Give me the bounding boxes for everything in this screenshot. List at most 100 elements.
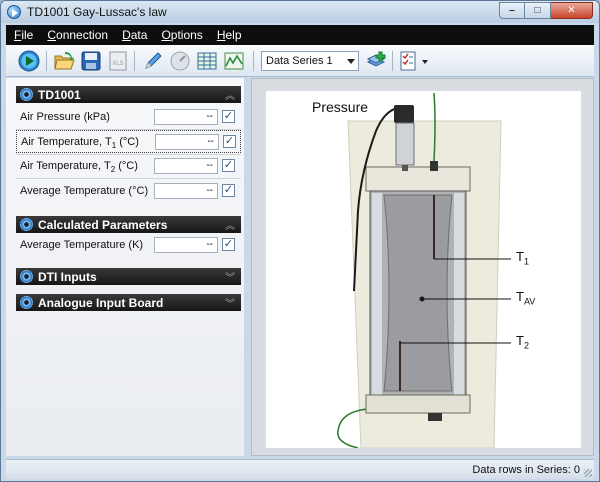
pressure-sensor-stem <box>402 165 408 171</box>
checklist-icon[interactable] <box>398 50 420 72</box>
play-icon[interactable] <box>18 50 40 72</box>
expand-chevron-icon[interactable]: ︾ <box>225 299 235 310</box>
export-xls-icon[interactable]: XLS <box>107 50 129 72</box>
title-bar[interactable]: TD1001 Gay-Lussac's law – □ ✕ <box>1 1 599 23</box>
toolbar-separator <box>134 51 135 71</box>
menu-file[interactable]: File <box>14 28 33 42</box>
sensor-cable <box>353 106 405 292</box>
bottom-wire <box>337 407 387 449</box>
t2-label-text: T <box>516 333 524 348</box>
gear-icon <box>20 296 33 309</box>
section-header-calculated-parameters[interactable]: Calculated Parameters ︽ <box>16 216 241 233</box>
param-checkbox[interactable]: ✓ <box>222 184 235 197</box>
chevron-down-icon <box>347 59 355 64</box>
menu-options-accel: O <box>161 28 171 42</box>
maximize-button[interactable]: □ <box>525 2 551 19</box>
param-row-air-temperature-t2: Air Temperature, T2 (°C) -- ✓ <box>16 155 241 178</box>
menu-help-rest: elp <box>225 28 242 42</box>
cylinder-inner <box>383 194 453 392</box>
section-header-dti-inputs[interactable]: DTI Inputs ︾ <box>16 268 241 285</box>
open-folder-icon[interactable] <box>53 50 75 72</box>
app-icon <box>7 5 21 19</box>
minimize-button[interactable]: – <box>499 2 525 19</box>
insulation-left <box>372 193 382 395</box>
param-value-field: -- <box>154 183 218 199</box>
menu-connection[interactable]: Connection <box>47 28 108 42</box>
t1-label-subscript: 1 <box>523 256 529 267</box>
toolbar: XLS Data Series 1 <box>6 45 594 77</box>
collapse-chevron-icon[interactable]: ︽ <box>225 221 235 232</box>
tav-label: TAV <box>516 289 535 307</box>
param-checkbox[interactable]: ✓ <box>222 159 235 172</box>
status-bar: Data rows in Series: 0 <box>6 459 594 479</box>
param-label: Air Temperature, T2 (°C) <box>20 160 138 174</box>
pressure-sensor-body <box>395 122 415 166</box>
resize-grip-icon[interactable] <box>584 469 592 477</box>
window-controls: – □ ✕ <box>499 2 593 19</box>
param-label-text: Air Temperature, T <box>21 136 112 148</box>
t2-label: T2 <box>516 333 529 351</box>
row-divider <box>16 178 241 179</box>
close-button[interactable]: ✕ <box>551 2 593 19</box>
param-checkbox[interactable]: ✓ <box>222 238 235 251</box>
param-value-field: -- <box>155 134 219 150</box>
pressure-connector <box>394 105 414 123</box>
tav-label-text: T <box>516 289 524 304</box>
pencil-icon[interactable] <box>142 50 164 72</box>
data-series-select[interactable]: Data Series 1 <box>261 51 359 71</box>
gauge-icon[interactable] <box>169 50 191 72</box>
param-label-subscript: 2 <box>110 165 116 175</box>
wire-gland <box>430 161 438 171</box>
expand-chevron-icon[interactable]: ︾ <box>225 273 235 284</box>
checklist-dropdown-icon[interactable] <box>422 60 428 64</box>
param-label-text: Air Temperature, T <box>20 160 111 172</box>
param-checkbox[interactable]: ✓ <box>222 110 235 123</box>
section-header-analogue-input-board[interactable]: Analogue Input Board ︾ <box>16 294 241 311</box>
param-value-field: -- <box>154 237 218 253</box>
table-icon[interactable] <box>196 50 218 72</box>
save-icon[interactable] <box>80 50 102 72</box>
menu-help-accel: H <box>216 28 226 42</box>
add-series-icon[interactable] <box>365 50 387 72</box>
pressure-label: Pressure <box>312 99 369 115</box>
menu-connection-accel: C <box>47 28 57 42</box>
tav-label-subscript: AV <box>523 296 536 307</box>
section-title: Calculated Parameters <box>38 218 168 232</box>
section-header-td1001[interactable]: TD1001 ︽ <box>16 86 241 103</box>
row-divider <box>16 129 241 130</box>
close-icon: ✕ <box>567 5 576 16</box>
gear-icon <box>20 218 33 231</box>
menu-file-rest: ile <box>21 28 34 42</box>
menu-options-rest: ptions <box>170 28 203 42</box>
gear-icon <box>20 270 33 283</box>
data-series-select-value: Data Series 1 <box>266 55 333 67</box>
chart-icon[interactable] <box>223 50 245 72</box>
menu-data[interactable]: Data <box>122 28 147 42</box>
menu-connection-rest: onnection <box>56 28 109 42</box>
menu-data-accel: D <box>122 28 131 42</box>
collapse-chevron-icon[interactable]: ︽ <box>225 91 235 102</box>
menu-options[interactable]: Options <box>161 28 202 42</box>
maximize-icon: □ <box>534 5 541 16</box>
param-label: Air Pressure (kPa) <box>20 111 110 123</box>
apparatus-diagram: Pressure T1 TAV T2 <box>266 91 581 449</box>
menu-file-accel: F <box>14 28 22 42</box>
param-checkbox[interactable]: ✓ <box>223 135 236 148</box>
param-row-air-pressure: Air Pressure (kPa) -- ✓ <box>16 106 241 129</box>
left-panel: TD1001 ︽ Air Pressure (kPa) -- ✓ Air Tem… <box>6 78 244 456</box>
section-title: DTI Inputs <box>38 270 97 284</box>
row-divider <box>16 154 241 155</box>
section-title: TD1001 <box>38 88 81 102</box>
param-label-subscript: 1 <box>111 141 117 151</box>
param-value-field: -- <box>154 109 218 125</box>
base-plate <box>365 394 471 414</box>
menu-bar: File Connection Data Options Help <box>6 25 594 45</box>
menu-help[interactable]: Help <box>217 28 242 42</box>
toolbar-separator <box>46 51 47 71</box>
param-row-air-temperature-t1: Air Temperature, T1 (°C) -- ✓ <box>16 130 241 153</box>
gear-icon <box>20 88 33 101</box>
param-label: Average Temperature (°C) <box>20 185 149 197</box>
diagram-panel: Pressure T1 TAV T2 <box>251 78 594 456</box>
param-label-unit: (°C) <box>115 160 138 172</box>
insulation-right <box>454 193 464 395</box>
